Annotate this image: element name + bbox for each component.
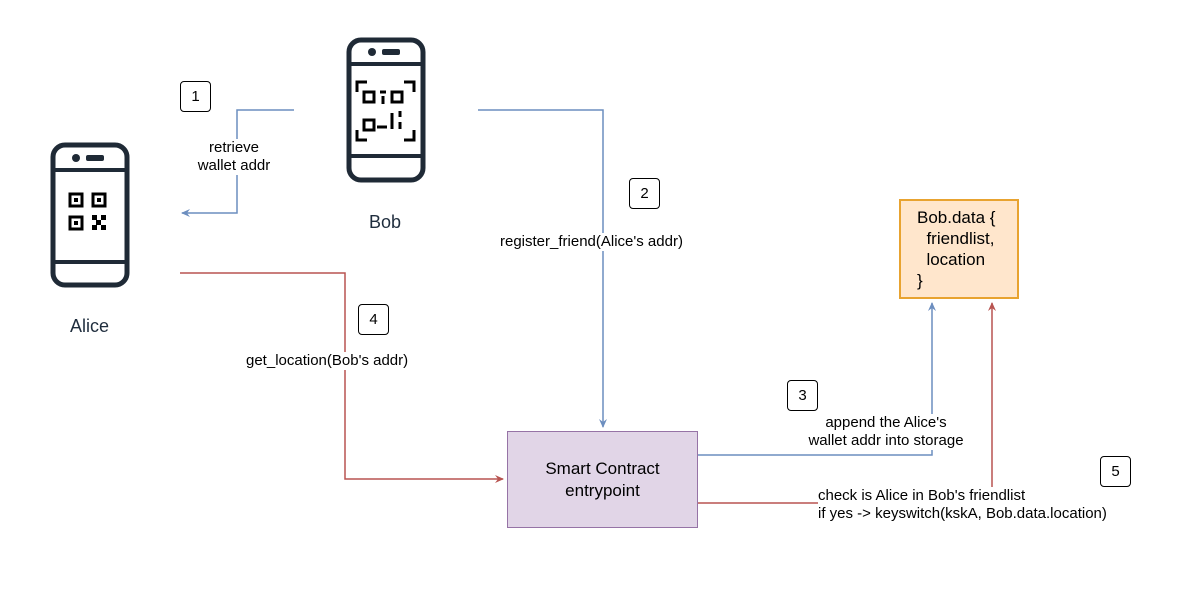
step-5-label-line-2: if yes -> keyswitch(kskA, Bob.data.locat…	[818, 505, 1107, 522]
storage-line-4: }	[917, 271, 923, 290]
step-5-label: check is Alice in Bob's friendlist if ye…	[818, 487, 1107, 523]
step-4-label: get_location(Bob's addr)	[246, 352, 409, 370]
storage-line-2: friendlist,	[917, 229, 995, 248]
step-1-label: retrieve wallet addr	[186, 139, 282, 175]
step-1-label-line-1: retrieve	[208, 139, 260, 156]
step-5-label-line-1: check is Alice in Bob's friendlist	[818, 487, 1026, 504]
arrow-step-4	[180, 272, 504, 483]
step-3-label: append the Alice's wallet addr into stor…	[790, 414, 982, 450]
bob-data-storage-box: Bob.data { friendlist, location }	[899, 199, 1019, 299]
step-3-label-line-1: append the Alice's	[825, 414, 947, 431]
step-3-badge: 3	[787, 380, 818, 411]
step-2-badge: 2	[629, 178, 660, 209]
step-1-label-line-2: wallet addr	[197, 157, 271, 174]
step-3-label-line-2: wallet addr into storage	[808, 432, 964, 449]
bob-phone-icon	[346, 37, 426, 183]
bob-label: Bob	[369, 212, 402, 232]
step-5-badge: 5	[1100, 456, 1131, 487]
arrow-step-2	[478, 109, 607, 428]
contract-line-1: Smart Contract	[545, 458, 660, 478]
storage-line-3: location	[917, 250, 986, 269]
contract-line-2: entrypoint	[565, 480, 640, 500]
arrow-step-5	[698, 302, 996, 504]
arrow-step-3	[698, 302, 936, 456]
step-1-badge: 1	[180, 81, 211, 112]
smart-contract-box: Smart Contract entrypoint	[507, 431, 698, 528]
storage-line-1: Bob.data {	[917, 208, 996, 227]
alice-phone-icon	[50, 142, 130, 288]
step-4-badge: 4	[358, 304, 389, 335]
step-2-label: register_friend(Alice's addr)	[500, 233, 683, 251]
alice-label: Alice	[70, 316, 110, 336]
